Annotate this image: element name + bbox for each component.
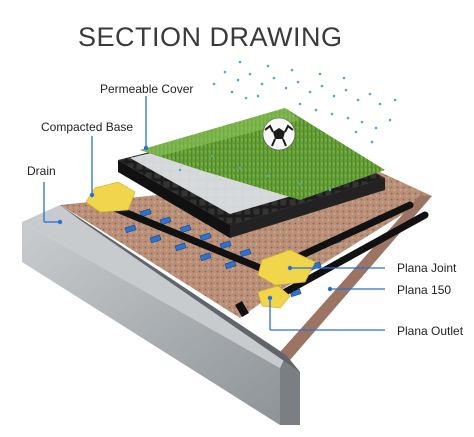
page-title: SECTION DRAWING xyxy=(78,22,343,52)
football-icon xyxy=(262,117,296,151)
permeable-cover-grass xyxy=(140,108,385,200)
label-plana-150: Plana 150 xyxy=(397,283,452,297)
drain-channel xyxy=(22,205,300,425)
plana-joint-shapes xyxy=(85,181,316,309)
compacted-base-layer xyxy=(60,172,432,360)
label-compacted-base: Compacted Base xyxy=(41,120,134,134)
leader-lines xyxy=(43,96,385,331)
label-drain: Drain xyxy=(27,164,56,178)
label-plana-outlet: Plana Outlet xyxy=(397,324,464,338)
label-permeable-cover: Permeable Cover xyxy=(100,82,194,96)
label-plana-joint: Plana Joint xyxy=(397,261,457,275)
rain-drops xyxy=(178,60,397,192)
leader-dots xyxy=(57,145,333,301)
